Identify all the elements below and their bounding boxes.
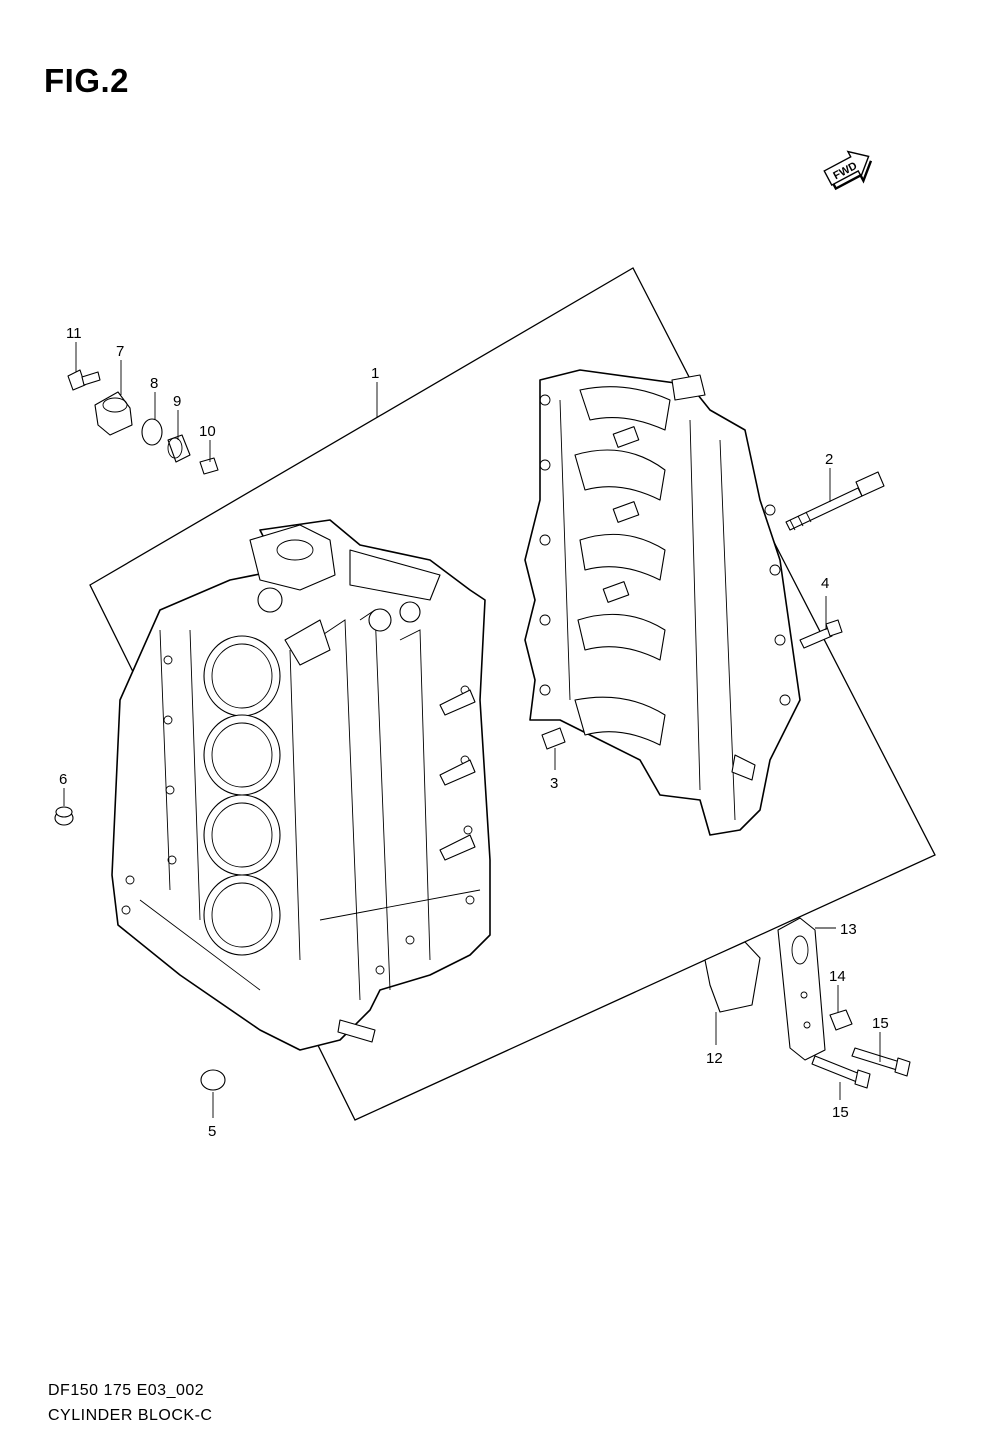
o-ring (200, 1069, 226, 1091)
callout-2: 2 (825, 451, 833, 468)
bracket (704, 941, 761, 1013)
callout-8: 8 (150, 375, 158, 392)
bolt-pair (811, 1047, 911, 1089)
plug (54, 806, 74, 826)
small-bolt (199, 457, 219, 475)
leader-lines (63, 342, 881, 1118)
crankcase (524, 369, 801, 836)
callout-14: 14 (829, 968, 846, 985)
callout-13: 13 (840, 921, 857, 938)
bolt-cap (67, 369, 101, 391)
mounting-plate (777, 917, 826, 1061)
figure-code: DF150 175 E03_002 (48, 1382, 205, 1399)
fwd-arrow-icon: FWD (823, 150, 873, 191)
callout-12: 12 (706, 1050, 723, 1067)
callout-5: 5 (208, 1123, 216, 1140)
callout-9: 9 (173, 393, 181, 410)
callout-15b: 15 (832, 1104, 849, 1121)
figure-name: CYLINDER BLOCK-C (48, 1407, 213, 1424)
callout-4: 4 (821, 575, 829, 592)
nut (829, 1009, 853, 1031)
callout-6: 6 (59, 771, 67, 788)
seal-ring (141, 418, 163, 446)
bushing (167, 434, 191, 463)
callout-1: 1 (371, 365, 379, 382)
callout-10: 10 (199, 423, 216, 440)
dowel-pin (541, 727, 566, 750)
cylinder-block (111, 519, 491, 1051)
callout-7: 7 (116, 343, 124, 360)
figure-title: FIG.2 (44, 62, 130, 99)
bolt-short (799, 619, 843, 649)
callout-15a: 15 (872, 1015, 889, 1032)
cap (94, 391, 133, 436)
callout-11: 11 (66, 325, 82, 342)
bolt-long (785, 471, 885, 531)
callout-3: 3 (550, 775, 558, 792)
